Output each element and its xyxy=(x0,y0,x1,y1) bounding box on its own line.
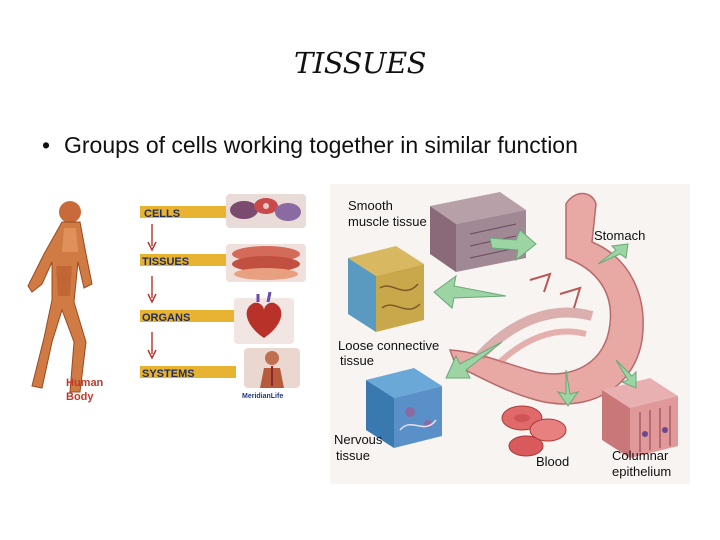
blood-label: Blood xyxy=(536,454,569,469)
level-systems: SYSTEMS MeridianLife xyxy=(140,348,300,400)
smooth-muscle-label-1: Smooth xyxy=(348,198,393,213)
bullet-dot: • xyxy=(42,132,51,158)
tissues-label: TISSUES xyxy=(142,256,189,268)
systems-label: SYSTEMS xyxy=(142,368,195,380)
stomach-illustration xyxy=(448,192,644,405)
organs-label: ORGANS xyxy=(142,312,190,324)
bullet-item: • Groups of cells working together in sim… xyxy=(42,132,578,159)
nervous-label-2: tissue xyxy=(336,448,370,463)
loose-connective-cube xyxy=(348,246,424,332)
loose-connective-label-2: tissue xyxy=(340,353,374,368)
level-cells: CELLS xyxy=(140,194,306,228)
slide-title: TISSUES xyxy=(294,46,427,80)
cells-bar xyxy=(140,206,236,218)
columnar-epithelium-cube xyxy=(602,378,678,458)
heart-image xyxy=(234,291,294,344)
loose-connective-label-1: Loose connective xyxy=(338,338,439,353)
columnar-label-2: epithelium xyxy=(612,464,671,479)
cells-label: CELLS xyxy=(144,208,180,220)
diagram-arrows xyxy=(433,229,637,407)
nervous-tissue-cube xyxy=(366,368,442,448)
bullet-text: Groups of cells working together in simi… xyxy=(64,132,578,158)
cells-image xyxy=(226,194,306,228)
organs-bar xyxy=(140,310,236,322)
tissues-image xyxy=(226,244,306,282)
level-tissues: TISSUES xyxy=(140,244,306,282)
level-organs: ORGANS xyxy=(140,291,294,344)
systems-image xyxy=(244,348,300,388)
tissue-diagram: Smooth muscle tissue Stomach Loose conne… xyxy=(330,184,690,484)
smooth-muscle-label-2: muscle tissue xyxy=(348,214,427,229)
blood-cells xyxy=(501,405,567,457)
meridian-logo: MeridianLife xyxy=(242,393,283,400)
stomach-label: Stomach xyxy=(594,228,645,243)
tissues-bar xyxy=(140,254,236,266)
hierarchy-figure: Human Body CELLS TISSUES xyxy=(22,192,314,414)
columnar-label-1: Columnar xyxy=(612,448,669,463)
human-body-figure: Human Body xyxy=(27,201,104,403)
human-label-1: Human xyxy=(66,377,104,389)
human-label-2: Body xyxy=(66,391,94,403)
nervous-label-1: Nervous xyxy=(334,432,383,447)
smooth-muscle-cube xyxy=(430,192,526,272)
systems-bar xyxy=(140,366,236,378)
